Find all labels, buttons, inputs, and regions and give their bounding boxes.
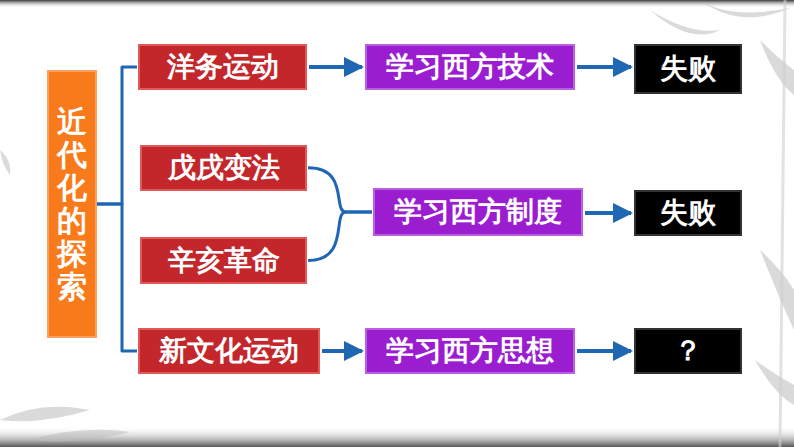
arrow-connector	[322, 349, 362, 353]
box-label: ？	[674, 334, 702, 368]
black-box: ？	[634, 328, 742, 374]
black-box: 失败	[634, 44, 742, 94]
red-box: 洋务运动	[138, 44, 307, 90]
box-label: 学习西方技术	[386, 50, 554, 84]
purple-box: 学习西方制度	[373, 188, 583, 236]
red-box: 新文化运动	[138, 328, 320, 374]
purple-box: 学习西方技术	[365, 44, 575, 90]
arrow-connector	[577, 65, 631, 69]
bracket-connector	[97, 67, 137, 204]
box-label: 洋务运动	[167, 50, 279, 84]
arrow-connector	[585, 211, 631, 215]
brace-connector	[308, 168, 372, 212]
arrow-connector	[309, 65, 362, 69]
box-label: 近代化的探索	[57, 105, 87, 303]
red-box: 辛亥革命	[140, 237, 307, 284]
box-label: 学习西方思想	[386, 334, 554, 368]
bracket-connector	[97, 204, 137, 351]
box-label: 新文化运动	[159, 334, 299, 368]
box-label: 辛亥革命	[168, 244, 280, 278]
brace-connector	[308, 212, 372, 261]
box-label: 学习西方制度	[394, 195, 562, 229]
bamboo-stem	[780, 0, 785, 447]
red-box: 戊戌变法	[140, 145, 307, 191]
arrow-connector	[577, 349, 631, 353]
bottom-brush-band	[0, 426, 794, 447]
purple-box: 学习西方思想	[365, 328, 575, 374]
black-box: 失败	[634, 190, 742, 236]
box-label: 失败	[660, 52, 716, 86]
box-label: 戊戌变法	[168, 151, 280, 185]
box-label: 失败	[660, 196, 716, 230]
top-brush-band	[0, 0, 794, 8]
vertical-title-box: 近代化的探索	[47, 70, 97, 338]
